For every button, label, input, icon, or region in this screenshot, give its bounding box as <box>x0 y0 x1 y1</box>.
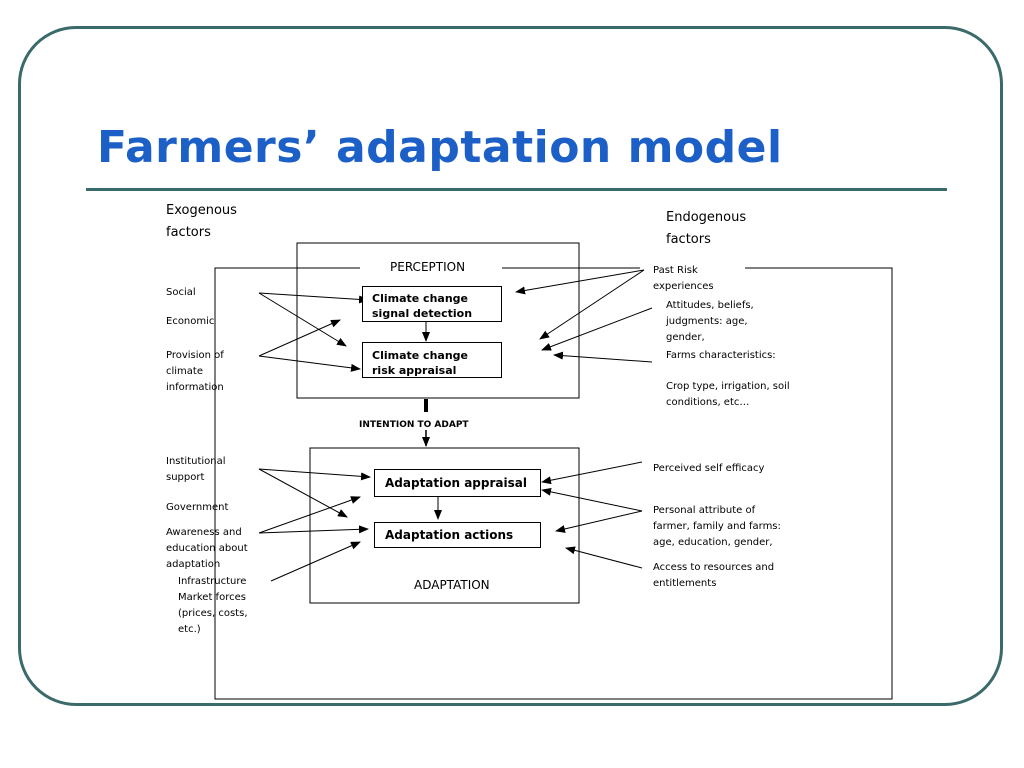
endo-arrow-3 <box>541 307 653 351</box>
adaptation-actions-box: Adaptation actions <box>374 522 541 548</box>
endo-arrow-5 <box>541 461 643 485</box>
exo-institutional-l1: Institutional <box>166 456 226 467</box>
endo-past-risk-l1: Past Risk <box>653 265 698 276</box>
endo-personal-l1: Personal attribute of <box>653 505 756 516</box>
slide-title: Farmers’ adaptation model <box>97 122 783 173</box>
risk-appraisal-box: Climate change risk appraisal <box>362 342 502 378</box>
exo-provision-l3: information <box>166 382 224 393</box>
intention-label: INTENTION TO ADAPT <box>358 420 470 430</box>
exo-arrow-2 <box>258 292 347 347</box>
exogenous-header-line1: Exogenous <box>166 203 237 218</box>
endo-arrow-6 <box>541 487 643 512</box>
exo-arrow-6 <box>258 468 348 518</box>
endo-crop-l2: conditions, etc… <box>666 397 750 408</box>
slide-frame <box>18 26 1003 706</box>
endo-arrow-8 <box>565 546 643 569</box>
exo-market-l2: (prices, costs, <box>178 608 248 619</box>
endo-self-efficacy: Perceived self efficacy <box>653 463 765 474</box>
exo-infrastructure: Infrastructure <box>178 576 247 587</box>
exo-awareness-l3: adaptation <box>166 559 221 570</box>
signal-detection-line2: signal detection <box>372 307 473 320</box>
exo-arrow-5 <box>258 468 371 481</box>
adaptation-label: ADAPTATION <box>414 578 490 592</box>
endo-access-l2: entitlements <box>653 578 717 589</box>
exo-arrow-1 <box>258 292 369 304</box>
exo-arrow-3 <box>258 319 341 357</box>
exo-provision-l1: Provision of <box>166 350 224 361</box>
title-underline <box>86 188 947 191</box>
adaptation-actions-label: Adaptation actions <box>385 528 514 542</box>
endo-past-risk-l2: experiences <box>653 281 714 292</box>
endo-personal-l3: age, education, gender, <box>653 537 773 548</box>
endo-access-l1: Access to resources and <box>653 562 775 573</box>
exo-market-l3: etc.) <box>178 624 201 635</box>
exo-arrow-7 <box>258 496 361 534</box>
perception-label: PERCEPTION <box>390 260 466 274</box>
exo-market-l1: Market forces <box>178 592 246 603</box>
exo-awareness-l1: Awareness and <box>166 527 242 538</box>
endo-arrow-4 <box>553 351 653 363</box>
exogenous-header-line2: factors <box>166 225 211 240</box>
exo-arrow-9 <box>270 541 361 582</box>
endo-arrow-7 <box>555 510 643 533</box>
exo-provision-l2: climate <box>166 366 203 377</box>
signal-detection-line1: Climate change <box>372 292 468 305</box>
endo-arrow-1 <box>515 269 645 295</box>
exo-social: Social <box>166 287 196 298</box>
endo-arrow-2 <box>539 269 645 340</box>
endogenous-header-line1: Endogenous <box>666 210 747 225</box>
exo-arrow-8 <box>258 525 369 534</box>
endo-crop-l1: Crop type, irrigation, soil <box>666 381 790 392</box>
endo-attitudes-l1: Attitudes, beliefs, <box>666 300 754 311</box>
endo-attitudes-l3: gender, <box>666 332 705 343</box>
exo-economic: Economic <box>166 316 215 327</box>
risk-appraisal-line2: risk appraisal <box>372 364 457 377</box>
endo-attitudes-l2: judgments: age, <box>666 316 748 327</box>
exo-arrow-4 <box>258 355 361 372</box>
adaptation-appraisal-label: Adaptation appraisal <box>385 476 527 490</box>
exo-awareness-l2: education about <box>166 543 248 554</box>
outer-frame-lines <box>214 267 893 700</box>
perception-box <box>296 242 580 399</box>
risk-appraisal-line1: Climate change <box>372 349 468 362</box>
endogenous-header-line2: factors <box>666 232 711 247</box>
exo-institutional-l2: support <box>166 472 205 483</box>
endo-farms-char: Farms characteristics: <box>666 350 776 361</box>
exo-government: Government <box>166 502 229 513</box>
adaptation-appraisal-box: Adaptation appraisal <box>374 469 541 497</box>
endo-personal-l2: farmer, family and farms: <box>653 521 781 532</box>
signal-detection-box: Climate change signal detection <box>362 286 502 322</box>
